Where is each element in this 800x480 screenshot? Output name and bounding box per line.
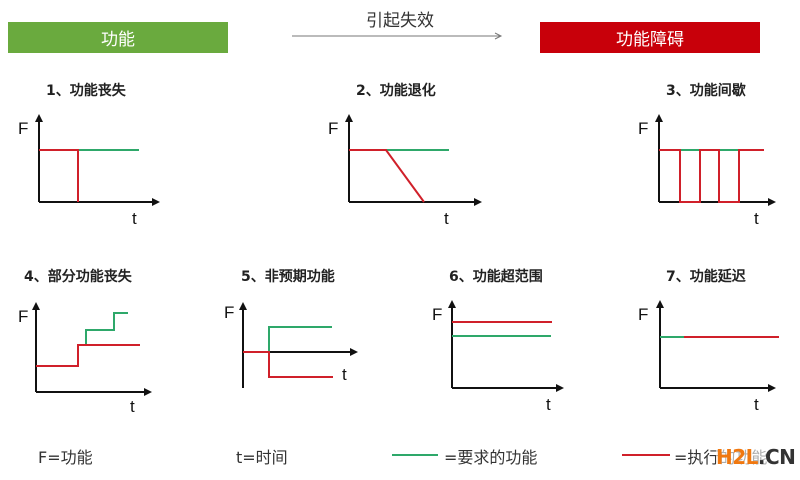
y-axis-label: F — [432, 305, 442, 324]
malfunction-box-label: 功能障碍 — [616, 30, 684, 50]
panel-title-unintended: 5、非预期功能 — [241, 269, 335, 285]
diagram-delayed-function: F t — [638, 300, 779, 414]
x-axis-label: t — [342, 365, 347, 384]
diagram-intermittent: F t — [638, 114, 776, 228]
x-axis-label: t — [132, 209, 137, 228]
malfunction-box: 功能障碍 — [540, 22, 760, 53]
arrow-right-icon — [292, 32, 503, 40]
legend-performed-line — [622, 454, 670, 456]
function-box-label: 功能 — [101, 30, 135, 50]
diagram-loss-of-function: F t — [18, 114, 160, 228]
cause-failure-label: 引起失效 — [366, 11, 434, 31]
panel-title-delay: 7、功能延迟 — [666, 269, 746, 285]
panel-title-degradation: 2、功能退化 — [356, 83, 436, 99]
x-axis-label: t — [546, 395, 551, 414]
panel-title-excess: 6、功能超范围 — [449, 269, 543, 285]
legend-required-line — [392, 454, 438, 456]
function-box: 功能 — [8, 22, 228, 53]
legend-t: t=时间 — [236, 448, 288, 467]
y-axis-label: F — [18, 119, 28, 138]
diagram-excess-function: F t — [432, 300, 564, 414]
y-axis-label: F — [18, 307, 28, 326]
watermark-logo: H2L.CN — [716, 445, 796, 469]
diagram-partial-loss: F t — [18, 302, 152, 416]
y-axis-label: F — [328, 119, 338, 138]
watermark-part2: .CN — [757, 445, 796, 469]
diagram-degradation: F t — [328, 114, 482, 228]
legend-f: F=功能 — [38, 448, 93, 467]
diagram-unintended-function: F t — [224, 302, 358, 388]
x-axis-label: t — [444, 209, 449, 228]
x-axis-label: t — [130, 397, 135, 416]
panel-title-intermittent: 3、功能间歇 — [666, 83, 746, 99]
panel-title-loss: 1、功能丧失 — [46, 83, 126, 99]
x-axis-label: t — [754, 209, 759, 228]
y-axis-label: F — [224, 303, 234, 322]
legend-required: =要求的功能 — [444, 448, 538, 467]
y-axis-label: F — [638, 305, 648, 324]
watermark-part1: H2L — [716, 445, 758, 469]
panel-title-partial-loss: 4、部分功能丧失 — [24, 269, 132, 285]
y-axis-label: F — [638, 119, 648, 138]
x-axis-label: t — [754, 395, 759, 414]
